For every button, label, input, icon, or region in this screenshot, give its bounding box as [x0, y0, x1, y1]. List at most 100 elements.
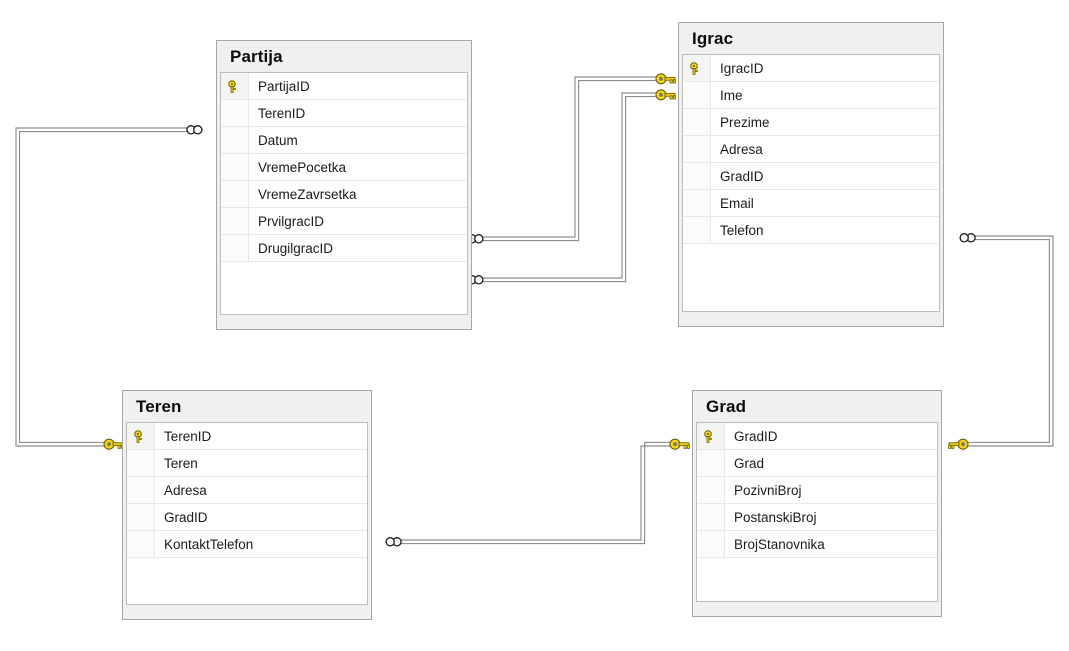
table-row[interactable]: Adresa	[127, 477, 367, 504]
entity-title-teren: Teren	[136, 397, 182, 416]
table-row[interactable]: TerenID	[221, 100, 467, 127]
relationship-grad-igrac[interactable]	[947, 233, 1054, 450]
table-row[interactable]: Ime	[683, 82, 939, 109]
table-row[interactable]: PartijaID	[221, 73, 467, 100]
entity-title-igrac: Igrac	[692, 29, 734, 48]
entity-partija[interactable]: Partija PartijaID TerenID	[216, 40, 472, 330]
pk-gutter	[127, 558, 155, 592]
column-name: VremePocetka	[258, 159, 347, 175]
relationship-igrac-drugi[interactable]	[467, 89, 677, 285]
pk-gutter	[127, 450, 155, 476]
table-row[interactable]: PozivniBroj	[697, 477, 937, 504]
pk-gutter	[683, 109, 711, 135]
relationship-igrac-prvi[interactable]	[467, 73, 677, 244]
column-name: Grad	[734, 455, 765, 471]
column-name: VremeZavrsetka	[258, 186, 357, 202]
pk-gutter	[683, 55, 711, 81]
column-name: GradID	[734, 428, 778, 444]
pk-gutter	[127, 531, 155, 557]
table-row[interactable]: GradID	[683, 163, 939, 190]
column-name: IgracID	[720, 60, 764, 76]
column-name: Email	[720, 195, 754, 211]
pk-gutter	[221, 127, 249, 153]
table-row[interactable]: DrugilgracID	[221, 235, 467, 262]
column-name: Datum	[258, 132, 298, 148]
column-name: PostanskiBroj	[734, 509, 817, 525]
table-row[interactable]: Teren	[127, 450, 367, 477]
table-row[interactable]: Datum	[221, 127, 467, 154]
table-row[interactable]: VremeZavrsetka	[221, 181, 467, 208]
column-name: BrojStanovnika	[734, 536, 825, 552]
column-name: Ime	[720, 87, 743, 103]
table-row-empty[interactable]	[697, 558, 937, 592]
pk-gutter	[697, 531, 725, 557]
column-name: DrugilgracID	[258, 240, 334, 256]
pk-gutter	[697, 477, 725, 503]
table-row[interactable]: PrvilgracID	[221, 208, 467, 235]
table-row-empty[interactable]	[683, 244, 939, 278]
entity-igrac[interactable]: Igrac IgracID Ime Prezime	[678, 22, 944, 327]
table-row[interactable]: BrojStanovnika	[697, 531, 937, 558]
entity-grad[interactable]: Grad GradID Grad PozivniBr	[692, 390, 942, 617]
table-row[interactable]: Prezime	[683, 109, 939, 136]
pk-gutter	[127, 504, 155, 530]
pk-gutter	[683, 244, 711, 278]
column-name: TerenID	[258, 105, 306, 121]
pk-gutter	[683, 190, 711, 216]
relationship-grad-teren[interactable]	[385, 438, 691, 547]
pk-gutter	[683, 136, 711, 162]
pk-gutter	[697, 450, 725, 476]
table-row[interactable]: Telefon	[683, 217, 939, 244]
pk-gutter	[697, 423, 725, 449]
column-name: GradID	[164, 509, 208, 525]
column-name: KontaktTelefon	[164, 536, 254, 552]
key-icon	[228, 79, 236, 93]
table-row-empty[interactable]	[127, 558, 367, 592]
table-row[interactable]: VremePocetka	[221, 154, 467, 181]
column-name: Prezime	[720, 114, 770, 130]
entity-teren[interactable]: Teren TerenID Teren Adresa	[122, 390, 372, 620]
table-row[interactable]: Grad	[697, 450, 937, 477]
column-name: PozivniBroj	[734, 482, 802, 498]
column-name: TerenID	[164, 428, 212, 444]
column-name: Adresa	[720, 141, 763, 157]
column-grid-grad: GradID Grad PozivniBroj PostanskiBroj Br…	[696, 422, 938, 602]
column-name: PrvilgracID	[258, 213, 325, 229]
pk-gutter	[221, 208, 249, 234]
column-name: Telefon	[720, 222, 764, 238]
pk-gutter	[221, 235, 249, 261]
column-grid-igrac: IgracID Ime Prezime Adresa GradID Email	[682, 54, 940, 312]
pk-gutter	[683, 217, 711, 243]
entity-title-partija: Partija	[230, 47, 283, 66]
key-icon	[690, 61, 698, 75]
entity-title-grad: Grad	[706, 397, 747, 416]
table-row-empty[interactable]	[221, 262, 467, 296]
pk-gutter	[697, 558, 725, 592]
table-row[interactable]: GradID	[697, 423, 937, 450]
column-name: PartijaID	[258, 78, 310, 94]
pk-gutter	[127, 477, 155, 503]
table-row[interactable]: PostanskiBroj	[697, 504, 937, 531]
pk-gutter	[221, 181, 249, 207]
pk-gutter	[683, 163, 711, 189]
pk-gutter	[221, 154, 249, 180]
column-name: Adresa	[164, 482, 207, 498]
column-grid-teren: TerenID Teren Adresa GradID KontaktTelef…	[126, 422, 368, 605]
table-row[interactable]: Adresa	[683, 136, 939, 163]
table-row[interactable]: Email	[683, 190, 939, 217]
pk-gutter	[221, 73, 249, 99]
key-icon	[134, 429, 142, 443]
column-name: Teren	[164, 455, 198, 471]
pk-gutter	[127, 423, 155, 449]
pk-gutter	[697, 504, 725, 530]
table-row[interactable]: GradID	[127, 504, 367, 531]
column-grid-partija: PartijaID TerenID Datum VremePocetka Vre…	[220, 72, 468, 315]
pk-gutter	[683, 82, 711, 108]
table-row[interactable]: IgracID	[683, 55, 939, 82]
relationship-teren-partija[interactable]	[15, 125, 203, 450]
pk-gutter	[221, 262, 249, 296]
table-row[interactable]: KontaktTelefon	[127, 531, 367, 558]
table-row[interactable]: TerenID	[127, 423, 367, 450]
